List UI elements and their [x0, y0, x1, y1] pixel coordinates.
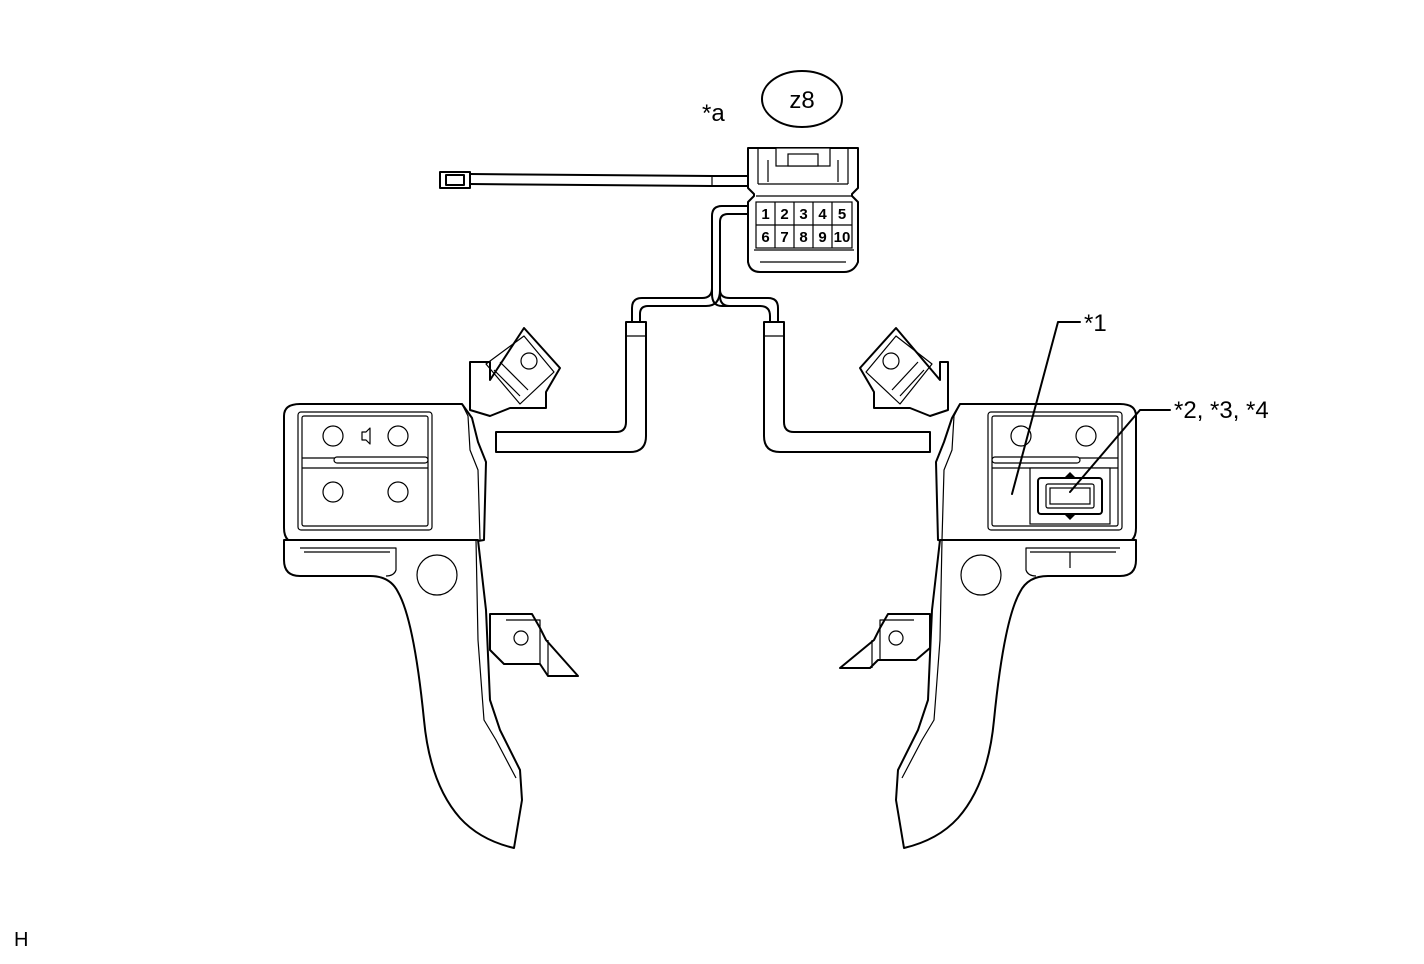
pin-7: 7 [780, 229, 788, 246]
parts-2-3-4-label: *2, *3, *4 [1174, 397, 1269, 424]
pin-8: 8 [799, 229, 807, 246]
corner-mark: H [14, 929, 28, 951]
right-steering-pad-switch [763, 321, 1137, 849]
pin-10: 10 [834, 229, 851, 246]
connector-code-label: z8 [789, 87, 814, 114]
callout-leaders [1011, 321, 1171, 495]
arrow-up-icon [1064, 472, 1076, 478]
lead-wire [439, 171, 749, 189]
left-steering-pad-switch [283, 321, 647, 849]
arrow-down-icon [1064, 514, 1076, 520]
pin-6: 6 [761, 229, 769, 246]
connector-z8: 1 2 3 4 5 6 7 8 9 10 [747, 147, 859, 273]
pin-1: 1 [761, 206, 769, 223]
pin-5: 5 [838, 206, 846, 223]
pin-2: 2 [780, 206, 788, 223]
connector-code-oval [761, 70, 843, 128]
pin-9: 9 [818, 229, 826, 246]
speaker-icon [361, 427, 371, 445]
pin-3: 3 [799, 206, 807, 223]
pin-4: 4 [818, 206, 827, 223]
part-1-label: *1 [1084, 310, 1107, 337]
connector-callout-label: *a [702, 100, 725, 127]
wire-harness [631, 205, 779, 323]
